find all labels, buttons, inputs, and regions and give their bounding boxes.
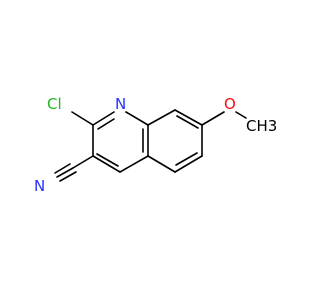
- bond-c2-n1-inner: [97, 118, 115, 130]
- bond-c4-c3: [92, 155, 121, 173]
- molecule-drawing: Cl N O CH3 N: [34, 95, 277, 195]
- bond-triple-3: [59, 171, 77, 182]
- bond-c5-c4a: [147, 155, 176, 173]
- atom-label-n-nitrile: N: [34, 177, 45, 195]
- bond-n1-c8a: [125, 111, 149, 126]
- bond-c4-c3-inner: [96, 153, 119, 167]
- bond-c6-c5-inner: [175, 152, 198, 166]
- atom-label-o: O: [224, 95, 236, 113]
- atom-label-group: Cl N O CH3 N: [34, 95, 277, 195]
- atom-label-ch3: CH3: [246, 117, 277, 135]
- bond-c8-c7-inner: [176, 115, 199, 129]
- bond-triple-2: [54, 163, 71, 174]
- atom-label-n-ring: N: [115, 95, 126, 113]
- bond-c3-cn: [72, 155, 94, 169]
- bond-c7-o: [201, 111, 225, 126]
- structure-canvas: Cl N O CH3 N: [34, 95, 278, 195]
- bond-c4a-c4: [119, 155, 149, 173]
- bond-c6-c5: [174, 155, 203, 173]
- bond-c2-cl: [71, 111, 94, 126]
- bond-triple-1: [56, 167, 74, 178]
- bond-o-ch3: [235, 111, 247, 119]
- bond-c8a-c8: [147, 109, 176, 126]
- atom-label-cl: Cl: [47, 95, 62, 113]
- bond-c2-n1: [92, 111, 115, 126]
- bond-c8-c7: [174, 109, 203, 126]
- bond-group: [54, 109, 247, 182]
